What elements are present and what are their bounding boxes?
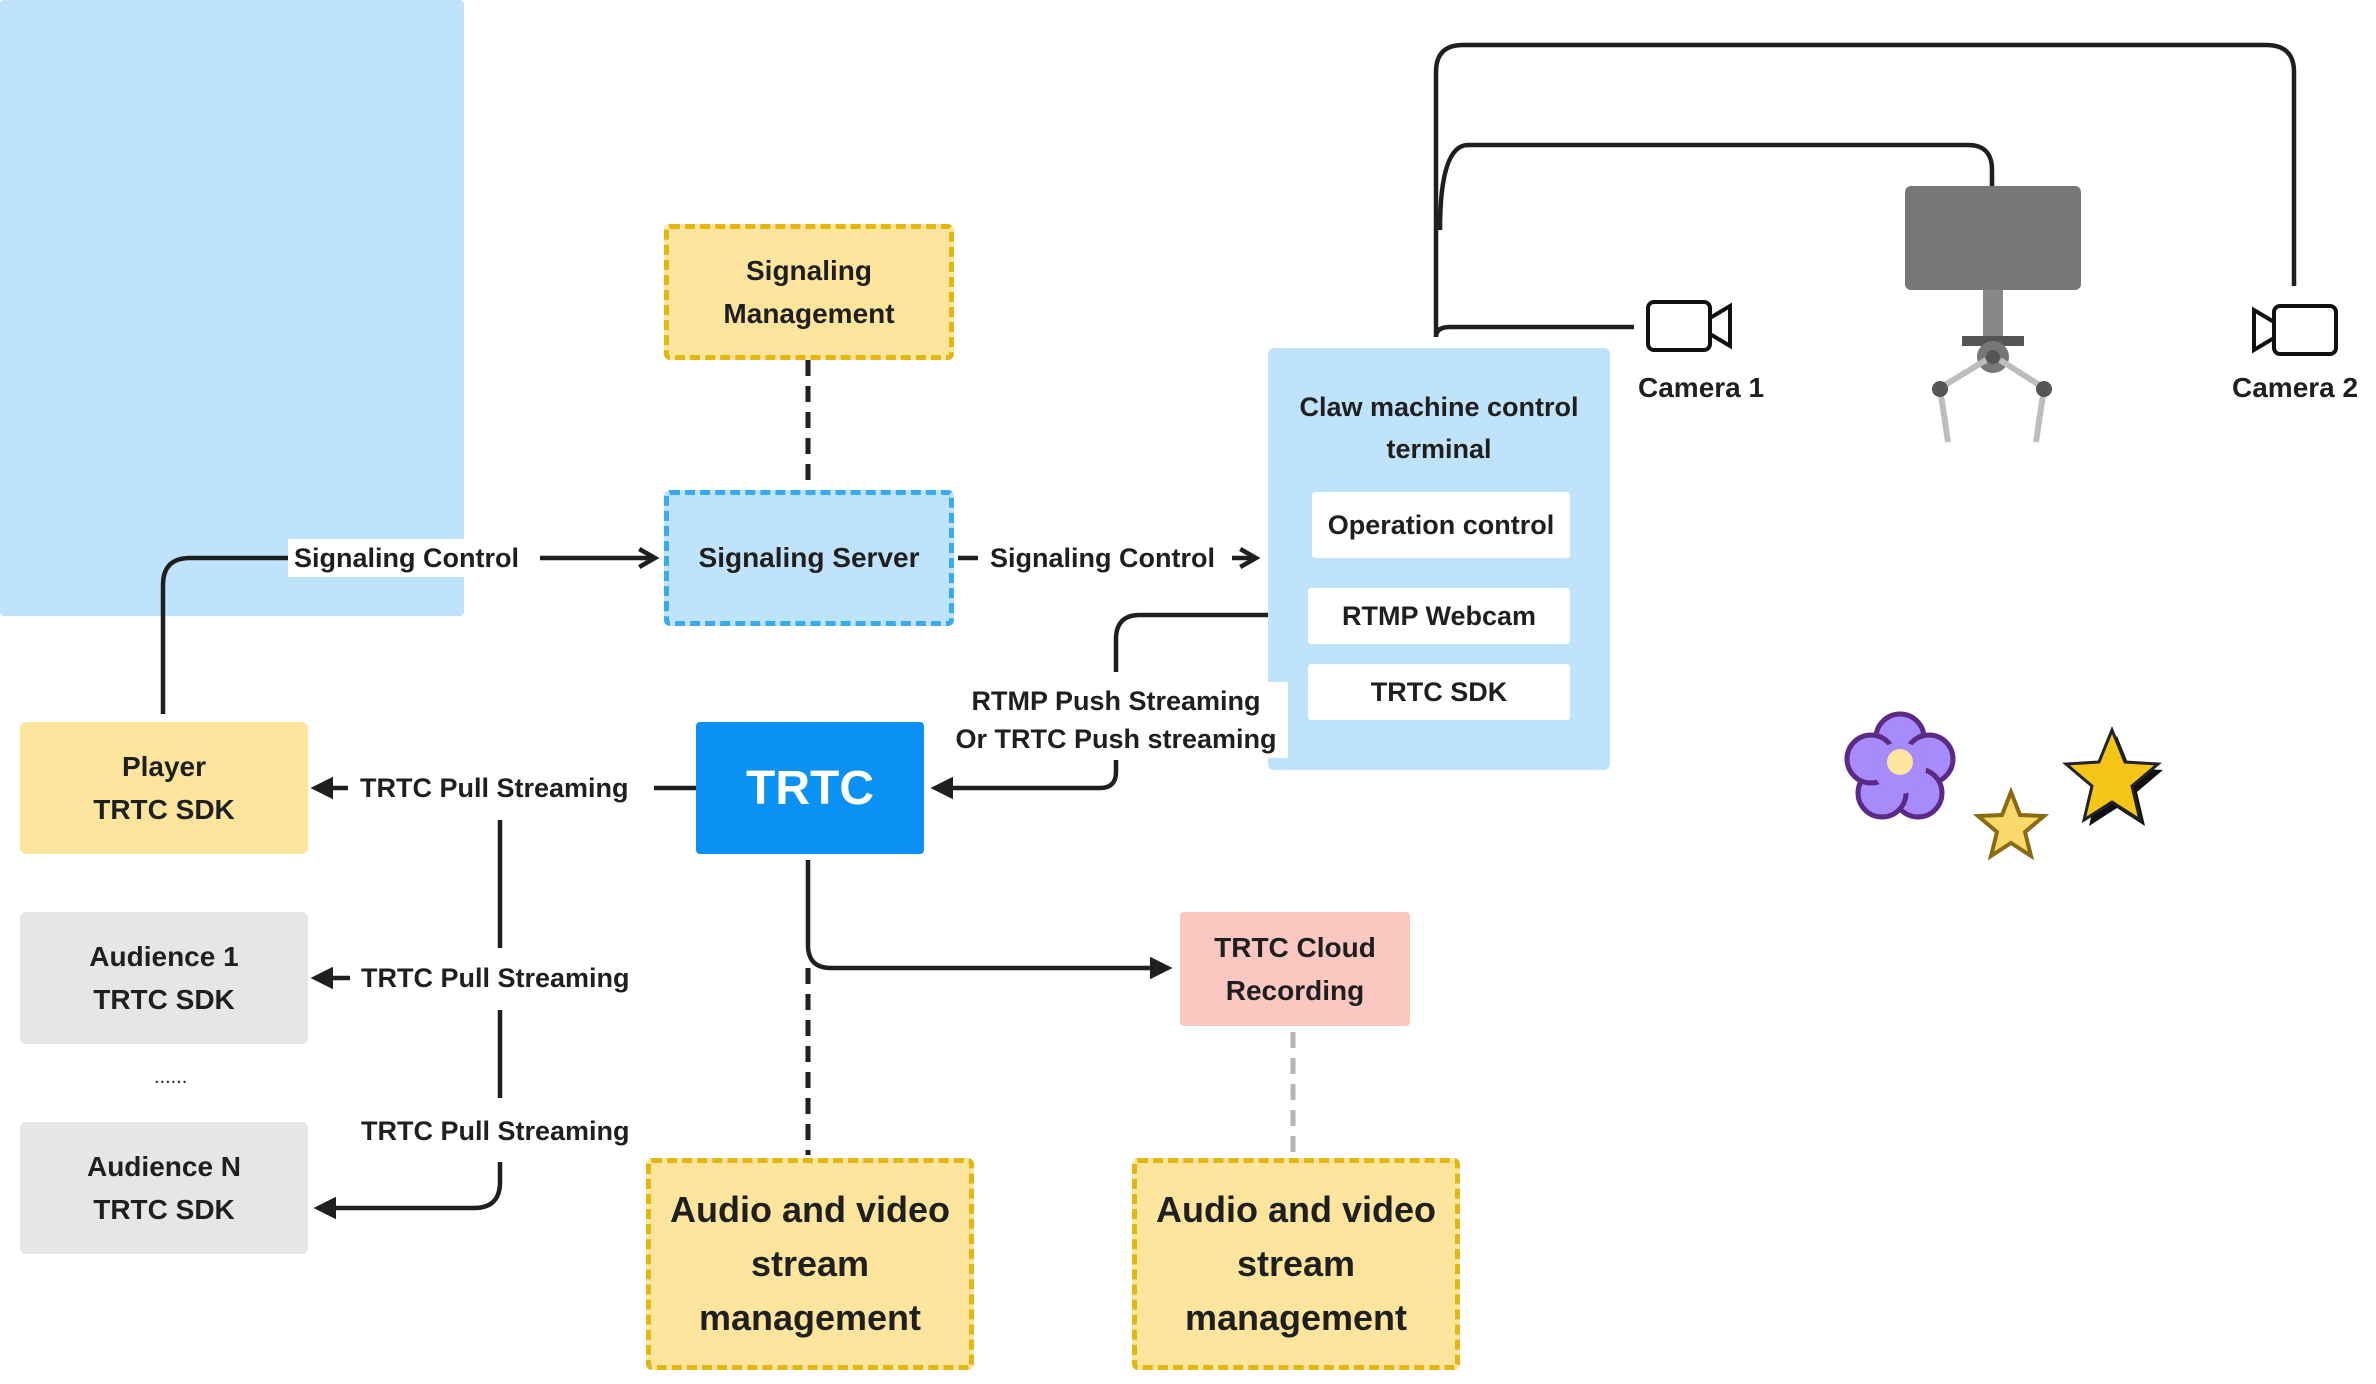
trtc-sdk-box: TRTC SDK — [1308, 664, 1570, 720]
signaling-management-line2: Management — [723, 298, 895, 329]
edge-label-player-to-server: Signaling Control — [288, 539, 525, 577]
audience1-box: Audience 1 TRTC SDK — [20, 912, 308, 1044]
player-to-server-connector — [160, 555, 290, 714]
claw-terminal-title: Claw machine control terminal — [1299, 392, 1579, 464]
trtc-box: TRTC — [696, 722, 924, 854]
claw-control-terminal: Claw machine control terminal Operation … — [1268, 348, 1610, 770]
camera1-wire — [1433, 42, 2297, 337]
camera2-label: Camera 2 — [2232, 372, 2359, 403]
rtmp-webcam-connector — [1113, 612, 1302, 672]
pull-audienceN-arrow — [313, 1162, 503, 1220]
push-to-trtc-arrow — [930, 760, 1119, 800]
claw-machine-cabinet — [0, 0, 464, 616]
rtmp-webcam-box: RTMP Webcam — [1308, 588, 1570, 644]
cloud-recording-box: TRTC Cloud Recording — [1180, 912, 1410, 1026]
av-management-right-box: Audio and video stream management — [1132, 1158, 1460, 1370]
claw-wire — [1437, 142, 1995, 231]
camera1-feed-wire — [1433, 324, 1634, 338]
av-management-left-box: Audio and video stream management — [646, 1158, 974, 1370]
player-box: Player TRTC SDK — [20, 722, 308, 854]
audience-ellipsis: ...... — [154, 1066, 188, 1088]
signaling-server-box: Signaling Server — [664, 490, 954, 626]
edge-label-server-to-terminal: Signaling Control — [984, 539, 1221, 577]
signaling-server-label: Signaling Server — [698, 542, 920, 573]
operation-control-box: Operation control — [1312, 492, 1570, 558]
edge-label-pull-player: TRTC Pull Streaming — [354, 769, 635, 807]
edge-label-push-streaming: RTMP Push Streaming Or TRTC Push streami… — [944, 682, 1288, 758]
edge-label-pull-audienceN: TRTC Pull Streaming — [355, 1112, 636, 1150]
audienceN-box: Audience N TRTC SDK — [20, 1122, 308, 1254]
trtc-to-recording-arrow — [805, 860, 1173, 980]
edge-label-pull-audience1: TRTC Pull Streaming — [355, 959, 636, 997]
camera1-label: Camera 1 — [1638, 372, 1765, 403]
signaling-management-box: Signaling Management — [664, 224, 954, 360]
signaling-management-line1: Signaling — [746, 255, 872, 286]
